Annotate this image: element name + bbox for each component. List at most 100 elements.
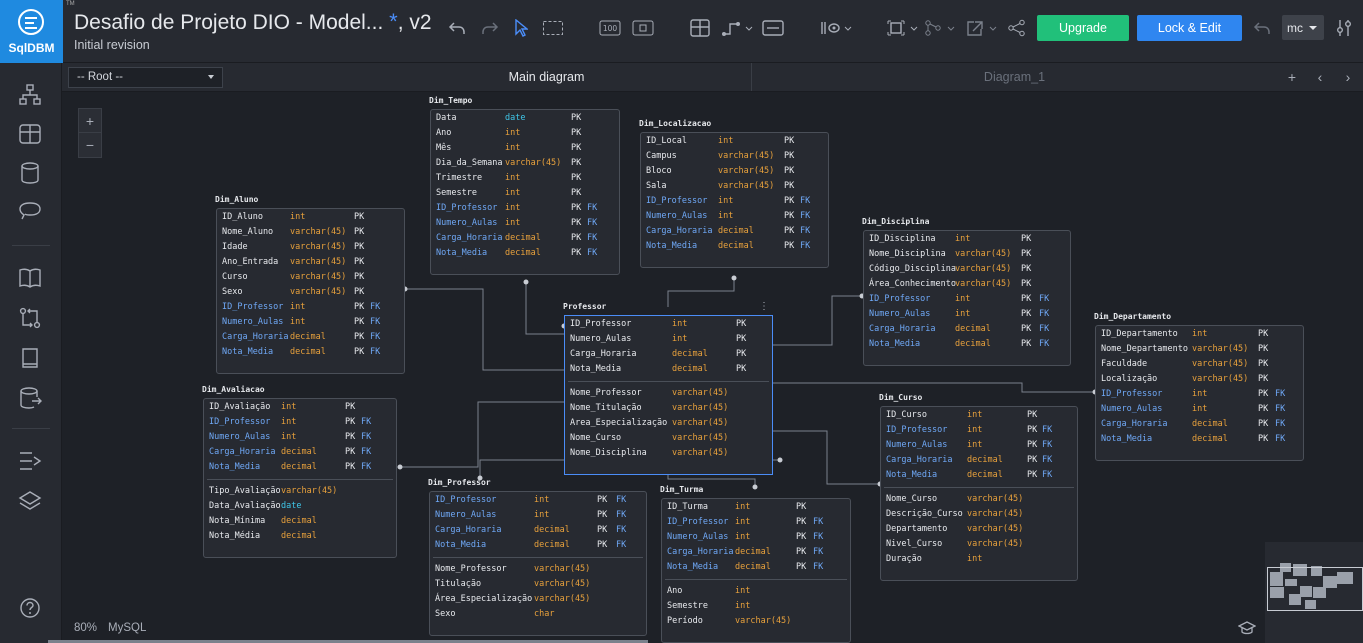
- table-menu-icon[interactable]: ⋮: [759, 301, 769, 312]
- redo-button[interactable]: [478, 14, 502, 42]
- root-select[interactable]: -- Root --: [68, 67, 223, 88]
- import-icon[interactable]: [18, 449, 42, 473]
- database-export-icon[interactable]: [18, 386, 42, 410]
- help-icon[interactable]: [18, 596, 42, 620]
- user-menu[interactable]: mc: [1282, 15, 1324, 40]
- add-note-button[interactable]: [761, 14, 785, 42]
- comment-icon[interactable]: [18, 201, 42, 225]
- table-name[interactable]: Dim_Turma: [660, 485, 704, 494]
- prev-tab-button[interactable]: ‹: [1317, 69, 1323, 85]
- graduation-cap-icon[interactable]: [1238, 620, 1256, 636]
- minimap[interactable]: [1265, 542, 1363, 643]
- tab-diagram-1[interactable]: Diagram_1: [983, 70, 1046, 84]
- table-name[interactable]: Dim_Tempo: [429, 96, 473, 105]
- hierarchy-icon[interactable]: [18, 83, 42, 107]
- table-name[interactable]: Dim_Departamento: [1094, 312, 1172, 321]
- table-name[interactable]: Professor: [563, 302, 607, 311]
- table-grid-icon[interactable]: [18, 122, 42, 146]
- add-diagram-button[interactable]: +: [1287, 69, 1297, 85]
- pointer-tool-button[interactable]: [510, 14, 532, 42]
- export-button[interactable]: [964, 14, 1000, 42]
- layers-icon[interactable]: [18, 489, 42, 513]
- table-name[interactable]: Dim_Disciplina: [862, 217, 930, 226]
- add-table-button[interactable]: [688, 14, 712, 42]
- book-icon[interactable]: [18, 266, 42, 290]
- share-button[interactable]: [1005, 14, 1029, 42]
- back-button[interactable]: [1250, 14, 1274, 42]
- zoom-100-button[interactable]: 100: [598, 14, 622, 42]
- view-options-button[interactable]: [818, 14, 854, 42]
- branch-button[interactable]: [922, 14, 958, 42]
- undo-button[interactable]: [445, 14, 469, 42]
- compare-icon[interactable]: [18, 306, 42, 330]
- table-name[interactable]: Dim_Avaliacao: [202, 385, 265, 394]
- zoom-in-button[interactable]: +: [79, 109, 101, 133]
- document-icon[interactable]: [18, 346, 42, 370]
